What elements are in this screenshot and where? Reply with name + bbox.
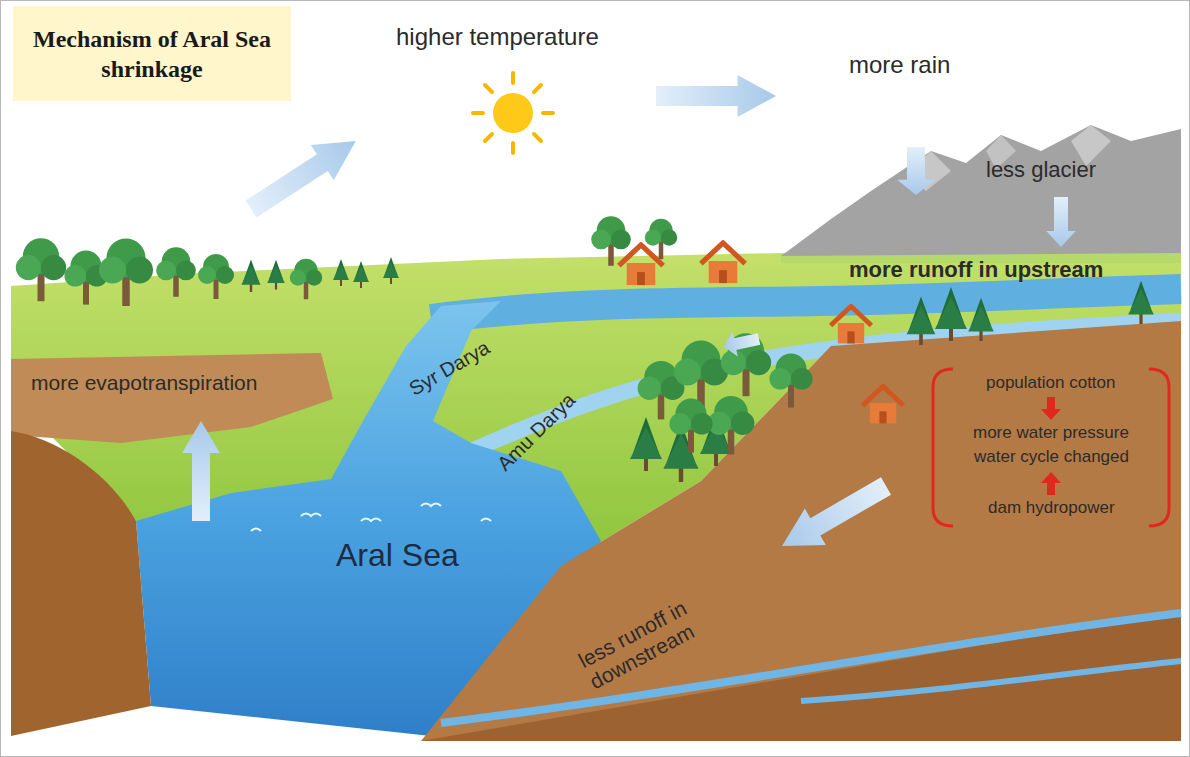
waves <box>361 519 381 522</box>
trees <box>769 354 812 408</box>
waves <box>481 519 491 522</box>
flow-arrows <box>182 75 1076 564</box>
annotation-label: water cycle changed <box>974 447 1129 467</box>
diagram-title: Mechanism of Aral Sea shrinkage <box>32 24 272 84</box>
flow-arrows <box>240 123 368 226</box>
trees <box>353 261 369 288</box>
trees <box>674 341 728 409</box>
trees <box>907 296 936 345</box>
houses <box>619 245 663 285</box>
trees <box>630 417 662 471</box>
trees <box>708 396 755 455</box>
trees <box>64 251 107 305</box>
trees <box>290 259 322 300</box>
sun <box>534 134 541 141</box>
groundwater-streak <box>801 661 1181 701</box>
rivers <box>431 289 1181 319</box>
flow-arrows <box>182 421 220 521</box>
sun <box>511 73 515 83</box>
sun <box>511 143 515 153</box>
trees <box>198 254 234 299</box>
red-arrows <box>1041 397 1061 495</box>
trees <box>241 260 260 292</box>
annotation-label: higher temperature <box>396 23 599 51</box>
trees <box>968 298 994 341</box>
soil-front <box>421 321 1181 741</box>
mountains <box>781 125 1181 263</box>
flow-arrows <box>721 327 761 359</box>
annotation-label: more runoff in upstream <box>849 257 1103 282</box>
soil-lower <box>421 611 1181 741</box>
red-arrows <box>1041 397 1061 420</box>
annotation-label: less glacier <box>986 157 1096 182</box>
sun <box>485 85 492 92</box>
waves <box>251 529 261 532</box>
sun <box>543 111 553 115</box>
annotation-label: population cotton <box>986 373 1116 393</box>
annotation-label: dam hydropower <box>988 498 1115 518</box>
waves <box>301 514 321 517</box>
trees <box>669 399 712 453</box>
annotation-label: Aral Sea <box>336 537 459 574</box>
left-cliff <box>11 431 151 736</box>
trees <box>1128 281 1154 324</box>
red-bracket <box>933 369 953 526</box>
houses <box>831 306 872 343</box>
sun <box>493 93 533 133</box>
trees <box>267 260 285 290</box>
sun <box>473 73 553 153</box>
red-bracket <box>1149 369 1169 526</box>
title-box: Mechanism of Aral Sea shrinkage <box>13 6 291 101</box>
houses <box>701 243 745 283</box>
flow-arrows <box>1046 197 1075 247</box>
flow-arrows <box>656 75 776 117</box>
houses <box>863 386 904 423</box>
trees <box>16 238 66 301</box>
trees <box>16 216 1154 482</box>
mountains <box>781 125 1181 263</box>
trees <box>935 287 967 341</box>
waves <box>421 504 441 507</box>
sun <box>534 85 541 92</box>
trees <box>156 247 196 296</box>
red-bracket <box>933 369 1169 526</box>
red-arrows <box>1041 472 1061 495</box>
flow-arrows <box>897 147 935 195</box>
trees <box>383 257 399 284</box>
waves <box>251 504 491 532</box>
annotation-label: more rain <box>849 51 950 79</box>
sun <box>485 134 492 141</box>
trees <box>99 239 153 307</box>
annotation-label: more water pressure <box>973 423 1129 443</box>
trees <box>333 259 349 286</box>
annotation-label: more evapotranspiration <box>31 371 257 395</box>
groundwater-streak <box>441 613 1181 723</box>
dry-land-band <box>11 353 333 443</box>
sun <box>473 111 483 115</box>
flow-arrows <box>772 468 897 564</box>
